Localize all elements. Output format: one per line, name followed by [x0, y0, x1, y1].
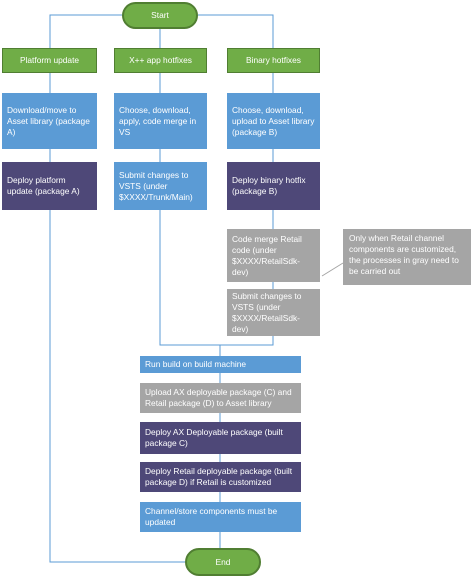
deploy-platform-node: Deploy platform update (package A)	[2, 162, 97, 210]
upload-ax-node: Upload AX deployable package (C) and Ret…	[140, 383, 301, 413]
upload-ax-label: Upload AX deployable package (C) and Ret…	[145, 387, 292, 408]
xpp-hotfixes-label: X++ app hotfixes	[129, 55, 192, 65]
binary-hotfixes-label: Binary hotfixes	[246, 55, 301, 65]
platform-update-node: Platform update	[2, 48, 97, 73]
deploy-binary-label: Deploy binary hotfix (package B)	[232, 175, 306, 196]
end-terminal: End	[185, 548, 261, 576]
retail-note: Only when Retail channel components are …	[343, 229, 471, 285]
choose-binary-label: Choose, download, upload to Asset librar…	[232, 104, 315, 137]
channel-store-node: Channel/store components must be updated	[140, 502, 301, 532]
run-build-label: Run build on build machine	[145, 359, 247, 369]
deploy-binary-node: Deploy binary hotfix (package B)	[227, 162, 320, 210]
code-merge-retail-node: Code merge Retail code (under $XXXX/Reta…	[227, 229, 320, 282]
binary-hotfixes-node: Binary hotfixes	[227, 48, 320, 73]
retail-note-text: Only when Retail channel components are …	[349, 233, 459, 276]
choose-xpp-label: Choose, download, apply, code merge in V…	[119, 104, 197, 137]
code-merge-retail-label: Code merge Retail code (under $XXXX/Reta…	[232, 233, 302, 277]
deploy-ax-node: Deploy AX Deployable package (built pack…	[140, 422, 301, 454]
submit-vsts-trunk-node: Submit changes to VSTS (under $XXXX/Trun…	[114, 162, 207, 210]
deploy-ax-label: Deploy AX Deployable package (built pack…	[145, 427, 283, 448]
end-label: End	[215, 556, 231, 567]
deploy-retail-node: Deploy Retail deployable package (built …	[140, 462, 301, 492]
submit-vsts-trunk-label: Submit changes to VSTS (under $XXXX/Trun…	[119, 169, 193, 202]
download-move-label: Download/move to Asset library (package …	[7, 104, 90, 137]
platform-update-label: Platform update	[19, 55, 80, 65]
deploy-platform-label: Deploy platform update (package A)	[7, 175, 80, 196]
deploy-retail-label: Deploy Retail deployable package (built …	[145, 466, 293, 487]
submit-vsts-retail-node: Submit changes to VSTS (under $XXXX/Reta…	[227, 289, 320, 336]
download-move-node: Download/move to Asset library (package …	[2, 93, 97, 149]
start-label: Start	[151, 10, 169, 20]
channel-store-label: Channel/store components must be updated	[145, 506, 278, 527]
choose-binary-node: Choose, download, upload to Asset librar…	[227, 93, 320, 149]
submit-vsts-retail-label: Submit changes to VSTS (under $XXXX/Reta…	[232, 290, 302, 334]
xpp-hotfixes-node: X++ app hotfixes	[114, 48, 207, 73]
start-terminal: Start	[122, 2, 198, 29]
run-build-node: Run build on build machine	[140, 356, 301, 373]
choose-xpp-node: Choose, download, apply, code merge in V…	[114, 93, 207, 149]
